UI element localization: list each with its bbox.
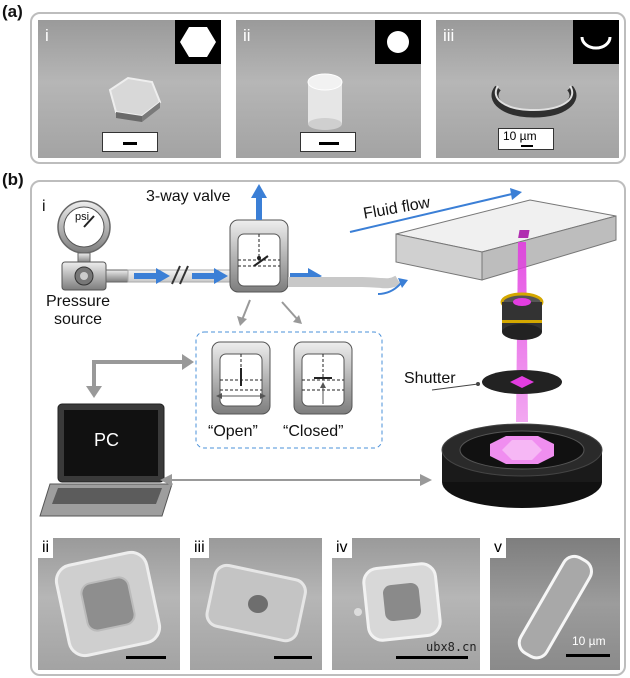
roman-label: ii [38, 538, 54, 558]
sync-arrow-icon [160, 474, 432, 486]
sem-image-b-v: v 10 µm [490, 538, 620, 670]
control-arrow-icon [86, 354, 194, 398]
three-way-valve [229, 219, 289, 293]
hexagon-pillar [108, 76, 162, 122]
outlet-tube [288, 275, 401, 289]
sem-image-b-iv: iv [332, 538, 480, 670]
circle-icon [387, 31, 409, 53]
rod-structure [517, 554, 593, 660]
scale-bar [319, 142, 339, 145]
c-ring-structure [491, 85, 577, 118]
flow-arrow-icon [134, 268, 170, 284]
sem-image-b-ii: ii [38, 538, 180, 670]
valve-states-box [195, 331, 383, 449]
scale-bar [521, 145, 533, 147]
state-arrows [237, 299, 302, 326]
valve-open-state [211, 341, 271, 415]
pressure-gauge [57, 200, 129, 291]
exhaust-arrow-icon [251, 184, 267, 220]
panel-a-label: (a) [2, 2, 23, 21]
break-marks [171, 265, 189, 285]
objective-lens [500, 292, 544, 340]
pc-label: PC [94, 430, 120, 450]
panel-b-label: (b) [2, 170, 24, 189]
c-ring-icon [580, 36, 612, 50]
valve-closed-state [293, 341, 353, 415]
closed-label: “Closed” [283, 423, 344, 440]
shape-inset [573, 20, 619, 64]
roman-label: iii [190, 538, 209, 558]
flow-line-arrow-icon [398, 278, 408, 288]
roman-label: i [45, 26, 49, 45]
flow-arrow-icon [192, 268, 228, 284]
scale-bar-box: 10 µm [498, 128, 554, 150]
gauge-psi-text: psi [75, 211, 90, 223]
sem-image-a-iii: iii 10 µm [436, 20, 619, 158]
light-source [441, 423, 603, 508]
scale-bar-box [300, 132, 356, 152]
shutter-disc [482, 370, 562, 394]
shape-inset [375, 20, 421, 64]
cube-structure [354, 562, 442, 642]
sem-image-a-i: i [38, 20, 221, 158]
roman-label: v [490, 538, 506, 558]
scale-bar [396, 656, 468, 659]
shape-inset [175, 20, 221, 64]
open-label: “Open” [208, 423, 258, 440]
hexagon-icon [180, 27, 216, 57]
sem-image-a-ii: ii [236, 20, 421, 158]
scale-bar [566, 654, 610, 657]
fluid-flow-arrow-icon [349, 188, 522, 233]
rectangle-hole-structure [205, 563, 307, 643]
shutter-pointer-dot [476, 382, 480, 386]
roman-label: iii [443, 26, 455, 45]
pressure-source-label: Pressure source [46, 293, 111, 328]
flow-line [377, 281, 403, 295]
roman-label: iv [332, 538, 352, 558]
roman-label: ii [243, 26, 251, 45]
setup-schematic [39, 184, 617, 517]
valve-label: 3-way valve [146, 188, 231, 205]
scale-bar [274, 656, 312, 659]
scale-bar-box [102, 132, 158, 152]
cylinder-pillar [307, 73, 343, 130]
square-ring-structure [54, 550, 162, 658]
microfluidic-chamber [395, 199, 617, 281]
scale-bar-text: 10 µm [572, 634, 606, 648]
roman-label-b-i: i [42, 198, 46, 215]
sem-image-b-iii: iii [190, 538, 322, 670]
scale-bar [123, 142, 137, 145]
watermark: ubx8.cn [426, 640, 477, 654]
shutter-pointer [431, 383, 479, 391]
scale-bar [126, 656, 166, 659]
laptop-icon [39, 403, 173, 517]
scale-bar-text: 10 µm [503, 129, 537, 143]
shutter-label: Shutter [404, 370, 456, 387]
